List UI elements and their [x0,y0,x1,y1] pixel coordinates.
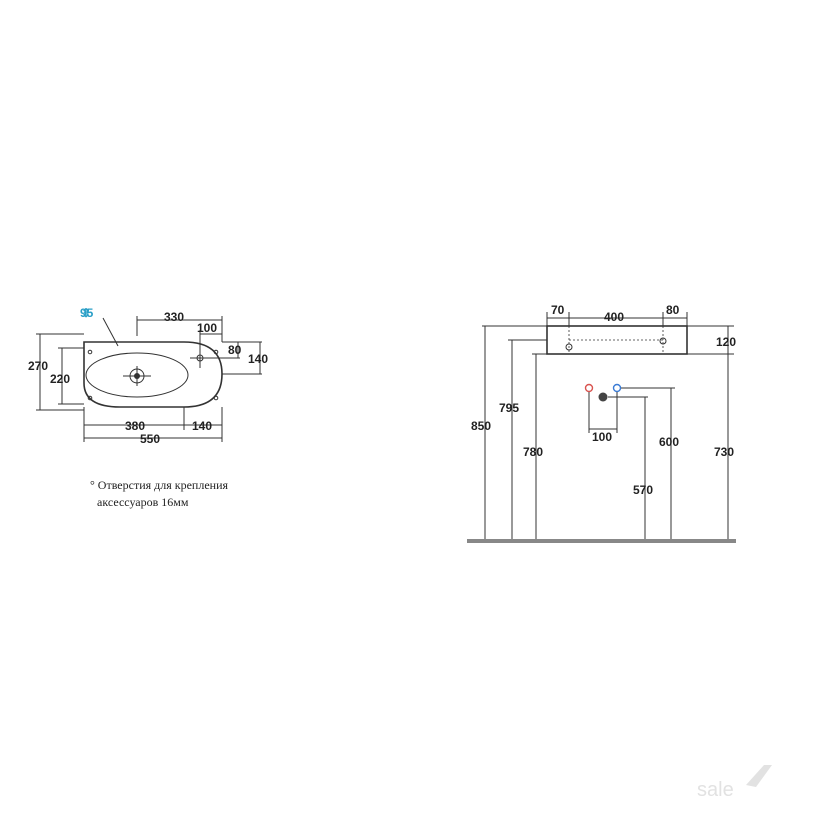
accessory-hole [87,395,93,401]
mount-hole-right [659,337,667,345]
accessory-hole [87,349,93,355]
diameter-symbol: ⇕ [81,306,91,320]
dim-220: 220 [50,372,70,386]
note-line-1: ° Отверстия для крепления [90,478,228,492]
dim-70: 70 [551,303,565,317]
hot-water-icon [584,383,594,393]
top-view: 95 ⇕ 330 100 80 140 270 220 380 [28,306,268,509]
watermark-text: sale [697,779,734,801]
dim-400: 400 [604,310,624,324]
dim-730: 730 [714,445,734,459]
dim-850: 850 [471,419,491,433]
basin-outline [83,341,223,408]
front-view: 70 400 80 120 730 850 795 780 100 600 [467,303,736,543]
watermark-logo-icon [746,765,772,787]
accessory-hole [213,349,219,355]
dim-120: 120 [716,335,736,349]
dim-600: 600 [659,435,679,449]
dim-795: 795 [499,401,519,415]
dim-80-front: 80 [666,303,680,317]
dim-570: 570 [633,483,653,497]
dim-140-right: 140 [248,352,268,366]
note-line-2: аксессуаров 16мм [97,495,189,509]
dim-80-right: 80 [228,343,242,357]
drain-outlet-icon [598,392,608,402]
dim-100-front: 100 [592,430,612,444]
bowl-oval [85,352,189,398]
watermark: sale [697,765,772,801]
dim-100-top: 100 [197,321,217,335]
hole-diameter-label: 95 [80,306,94,320]
mount-hole-left [565,343,573,351]
dim-330: 330 [164,310,184,324]
cold-water-icon [612,383,622,393]
dim-780: 780 [523,445,543,459]
dim-380: 380 [125,419,145,433]
dim-270: 270 [28,359,48,373]
floor-line [467,539,736,543]
dim-550: 550 [140,432,160,446]
accessory-hole [213,395,219,401]
dim-140-bottom: 140 [192,419,212,433]
